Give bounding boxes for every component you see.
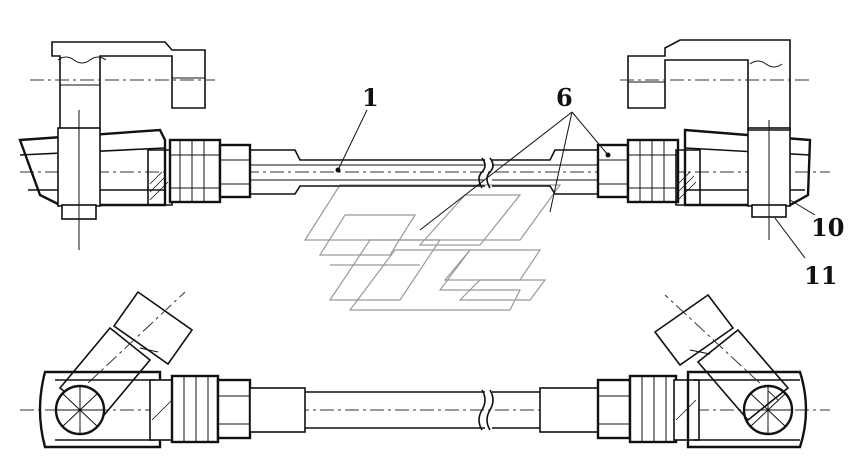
- callout-1: 1: [362, 83, 379, 112]
- watermark-logo: [303, 184, 562, 311]
- leader-6b: [419, 111, 573, 231]
- tie-rod-tube-side: [250, 149, 600, 195]
- left-ball-joint-side: [18, 41, 252, 250]
- leader-10: [789, 199, 816, 216]
- callout-6: 6: [556, 83, 573, 112]
- side-elevation-view: 1 6 10 11: [18, 39, 844, 290]
- callout-11: 11: [804, 261, 837, 290]
- right-ball-joint-plan: [596, 293, 808, 449]
- plan-view: [20, 290, 830, 449]
- leader-1-dot: [335, 167, 341, 173]
- right-ball-joint-side: [596, 39, 812, 240]
- leader-6c: [549, 111, 573, 213]
- tie-rod-tube-plan: [249, 387, 599, 433]
- leader-6a: [571, 111, 609, 156]
- callout-10: 10: [811, 213, 844, 242]
- leader-6-dot: [605, 152, 611, 158]
- leader-11: [774, 217, 806, 259]
- left-ball-joint-plan: [38, 290, 252, 449]
- leader-1: [337, 109, 368, 171]
